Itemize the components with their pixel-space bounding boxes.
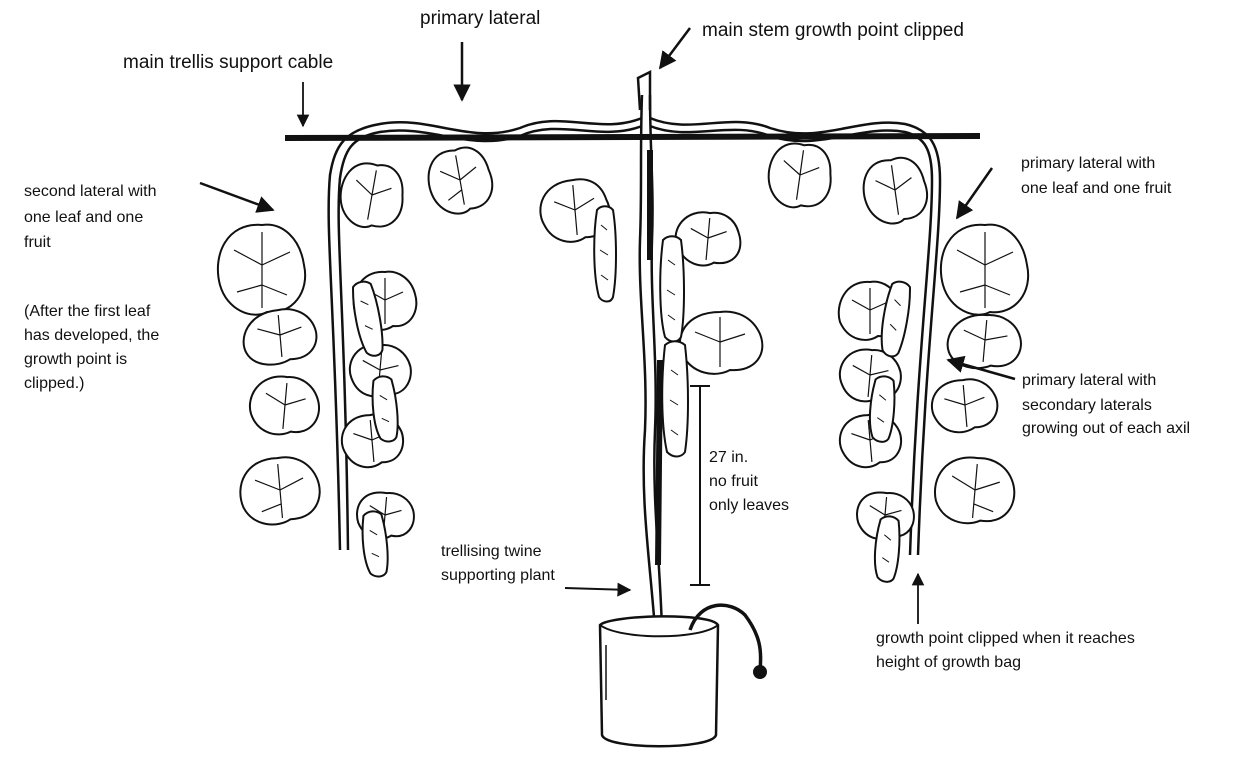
leaf (680, 312, 762, 374)
svg-text:has developed, the: has developed, the (24, 327, 159, 344)
label-main-trellis: main trellis support cable (123, 52, 333, 73)
leaf (930, 377, 1000, 435)
svg-text:growth point clipped when it r: growth point clipped when it reaches (876, 630, 1135, 647)
svg-text:trellising twine: trellising twine (441, 543, 542, 560)
svg-text:only leaves: only leaves (709, 497, 789, 514)
leaf (218, 225, 305, 315)
svg-text:height of growth bag: height of growth bag (876, 654, 1021, 671)
svg-text:fruit: fruit (24, 234, 51, 251)
label-measurement: 27 in. no fruit only leaves (709, 449, 789, 514)
trellis-cable (285, 136, 980, 138)
label-main-stem-clipped: main stem growth point clipped (702, 20, 964, 41)
arrow-primary-lateral-right (957, 168, 992, 218)
svg-text:27 in.: 27 in. (709, 449, 748, 466)
label-after-first-leaf: (After the first leaf has developed, the… (24, 303, 159, 392)
label-primary-lateral: primary lateral (420, 8, 540, 29)
label-second-lateral: second lateral with one leaf and one fru… (24, 183, 157, 251)
arrow-second-lateral (200, 183, 273, 210)
label-growth-point-bag: growth point clipped when it reaches hei… (876, 630, 1135, 671)
svg-text:growth point is: growth point is (24, 351, 127, 368)
svg-text:growing out of each axil: growing out of each axil (1022, 420, 1190, 437)
label-primary-lateral-one-leaf: primary lateral with one leaf and one fr… (1021, 155, 1172, 197)
growth-bag (600, 605, 767, 746)
leaf (860, 155, 931, 227)
svg-text:clipped.): clipped.) (24, 375, 84, 392)
label-primary-lateral-secondary: primary lateral with secondary laterals … (1022, 372, 1190, 437)
leaf (248, 374, 322, 438)
fruit (660, 236, 684, 341)
svg-text:(After the first leaf: (After the first leaf (24, 303, 151, 320)
main-stem (638, 72, 662, 630)
svg-text:no fruit: no fruit (709, 473, 758, 490)
leaf (424, 144, 497, 218)
svg-text:one leaf and one fruit: one leaf and one fruit (1021, 180, 1172, 197)
measurement-bracket (690, 386, 710, 585)
fruits (350, 206, 914, 582)
leaf (335, 159, 408, 233)
arrow-twine (565, 588, 630, 590)
svg-text:one leaf and one: one leaf and one (24, 209, 143, 226)
svg-text:supporting plant: supporting plant (441, 567, 555, 584)
svg-text:primary lateral with: primary lateral with (1022, 372, 1156, 389)
fruit (594, 206, 616, 301)
main-stem-clipped-tip (638, 72, 650, 110)
leaf (941, 225, 1028, 315)
leaf (932, 454, 1017, 527)
svg-text:secondary laterals: secondary laterals (1022, 397, 1152, 414)
label-twine: trellising twine supporting plant (441, 543, 555, 584)
drip-emitter (753, 665, 767, 679)
arrow-main-stem-clipped (660, 28, 690, 68)
leaf (764, 140, 835, 212)
fruit (662, 341, 688, 456)
leaf (237, 454, 322, 527)
svg-text:second lateral with: second lateral with (24, 183, 157, 200)
svg-text:primary lateral with: primary lateral with (1021, 155, 1155, 172)
